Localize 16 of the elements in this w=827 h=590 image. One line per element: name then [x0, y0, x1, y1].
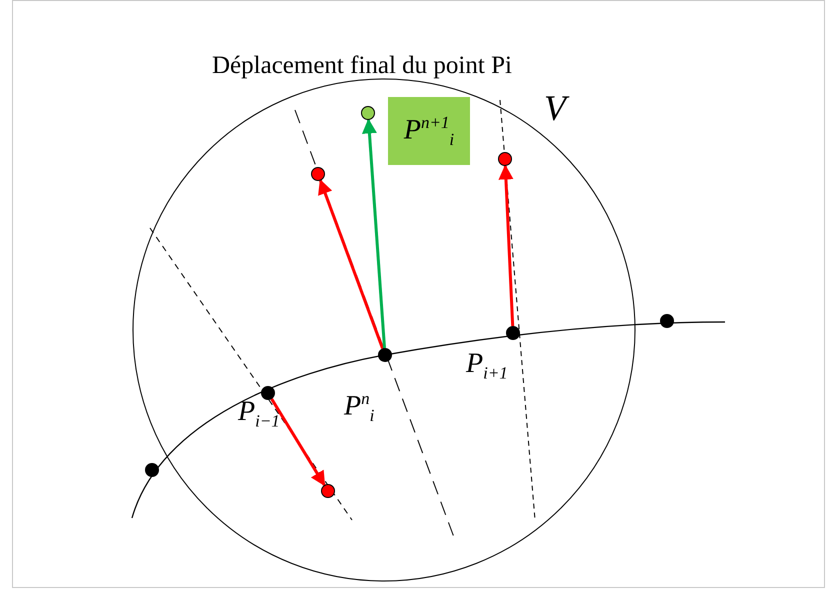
arrow [270, 398, 326, 486]
point-label: P$_{i+1}$ [466, 350, 508, 382]
title: Déplacement final du point Pi [212, 52, 512, 80]
point-marker [498, 152, 512, 166]
point-marker [321, 484, 335, 498]
point-marker [378, 348, 392, 362]
arrow [498, 164, 514, 326]
point-marker [361, 106, 375, 120]
point-marker [261, 386, 275, 400]
point-marker [506, 326, 520, 340]
point-marker [311, 167, 325, 181]
arrow [362, 118, 386, 348]
point-marker [660, 314, 674, 328]
point-marker [145, 463, 159, 477]
point-label: P$_{i−1}$ [238, 398, 280, 430]
arrow [318, 179, 384, 349]
